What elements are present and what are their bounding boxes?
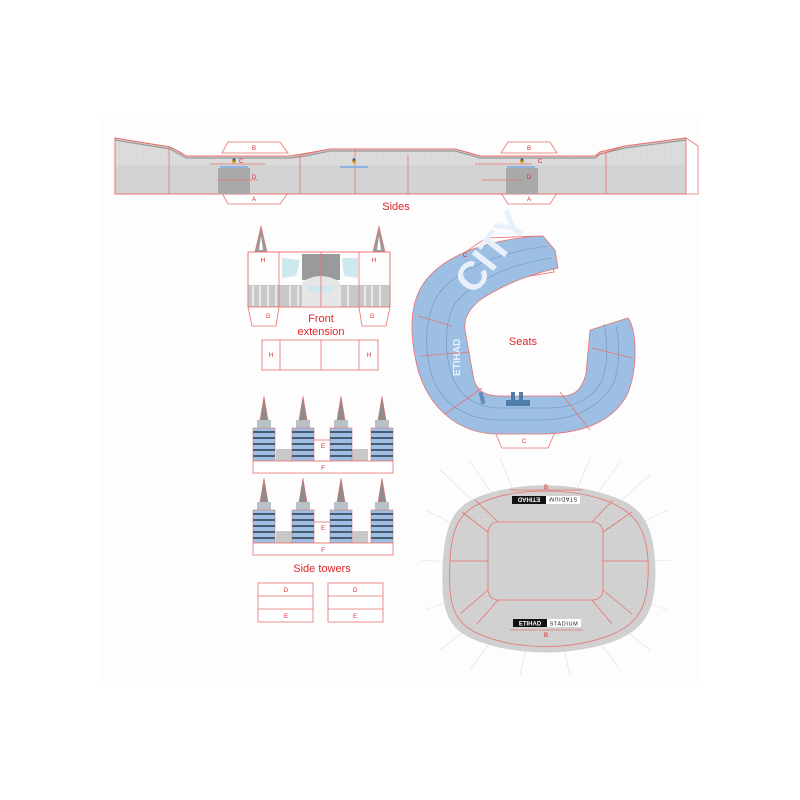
tower-row-2-tab-f-label: F xyxy=(321,548,325,554)
tower-box-right: D E xyxy=(327,582,384,623)
sides-tab-c-right: C xyxy=(538,159,543,165)
box-right-tab-e: E xyxy=(353,614,357,620)
sides-tab-c-left: C xyxy=(239,159,244,165)
tower-row-1-tab-e: E xyxy=(321,444,325,450)
front-tab-h-right: H xyxy=(372,258,376,264)
seats-piece: CITY ETIHAD C C Seats xyxy=(411,202,636,449)
front-extension-title-line2: extension xyxy=(297,326,344,338)
svg-text:ETIHAD: ETIHAD xyxy=(519,622,542,628)
side-flap-right xyxy=(685,137,699,195)
tab-b-left xyxy=(221,141,289,154)
sides-tab-b-right: B xyxy=(527,146,531,152)
front-tab-h-left: H xyxy=(261,258,265,264)
front-extension: H H G G Front extension H H xyxy=(247,225,391,371)
sides-tab-a-left: A xyxy=(252,197,256,203)
side-towers: E F xyxy=(252,395,394,623)
svg-text:STADIUM: STADIUM xyxy=(550,622,579,628)
sides-tab-d-left: D xyxy=(252,175,257,181)
roof-brand-bottom: ETIHAD STADIUM xyxy=(513,619,581,628)
svg-text:ETIHAD: ETIHAD xyxy=(517,496,540,502)
strip-tab-h-left: H xyxy=(269,353,273,359)
seats-side-text: ETIHAD xyxy=(452,339,463,376)
seats-tab-c-top-label: C xyxy=(463,253,468,259)
front-extension-title-line1: Front xyxy=(308,313,334,325)
club-crest-icon-left xyxy=(231,158,237,164)
tab-b-right xyxy=(500,141,558,154)
svg-text:STADIUM: STADIUM xyxy=(549,496,578,502)
box-right-tab-d: D xyxy=(353,588,358,594)
tower-row-1-tab-f-label: F xyxy=(321,466,325,472)
tab-g-right xyxy=(358,306,391,327)
box-left-tab-e: E xyxy=(284,614,288,620)
sides-tab-a-right: A xyxy=(527,197,531,203)
roof-tab-b-bottom: B xyxy=(544,633,548,639)
tab-g-left xyxy=(247,306,280,327)
stadium-roof: B B ETIHAD STADIUM ETIHAD STADIUM xyxy=(419,457,673,676)
sides-title: Sides xyxy=(382,201,410,213)
tower-row-1: E F xyxy=(252,395,394,474)
club-crest-icon-center xyxy=(351,158,357,164)
sides-strip: B C D A B C D A Sides xyxy=(114,137,699,213)
seats-tab-c-bottom-label: C xyxy=(522,439,527,445)
sides-tab-d-right: D xyxy=(527,175,532,181)
tower-row-2: E F xyxy=(252,477,394,556)
front-tab-g-right: G xyxy=(370,314,375,320)
front-tab-g-left: G xyxy=(266,314,271,320)
tower-box-left: D E xyxy=(257,582,314,623)
roof-brand-top: ETIHAD STADIUM xyxy=(512,496,580,504)
tower-row-2-tab-e: E xyxy=(321,526,325,532)
roof-tab-b-top: B xyxy=(544,485,548,491)
tower-row-2-tab-f xyxy=(252,542,394,556)
strip-tab-h-right: H xyxy=(367,353,371,359)
box-left-tab-d: D xyxy=(284,588,289,594)
club-crest-icon-right xyxy=(519,158,525,164)
seats-title: Seats xyxy=(509,336,538,348)
tower-row-1-tab-f xyxy=(252,460,394,474)
sides-tab-b-left: B xyxy=(252,146,256,152)
front-extension-strip xyxy=(261,339,379,371)
side-towers-title: Side towers xyxy=(293,563,351,575)
